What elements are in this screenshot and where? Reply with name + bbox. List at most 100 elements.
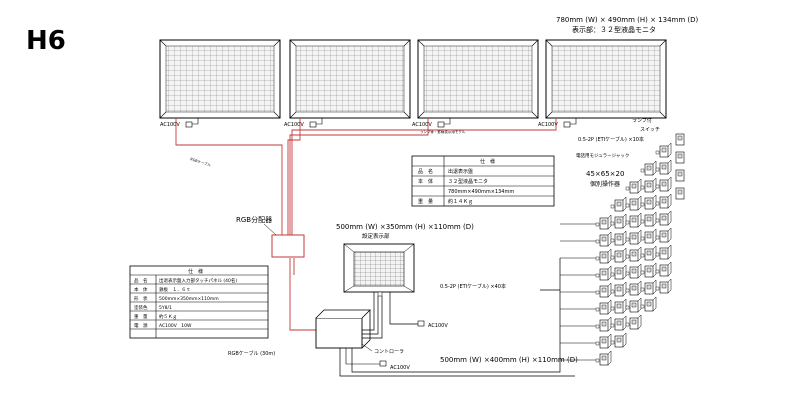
- panel-spec-key-3: 形 状: [134, 295, 148, 302]
- operator-box: [625, 212, 642, 228]
- panel-spec-key-6: 電 源: [134, 322, 148, 329]
- controller-label: コントローラ: [374, 349, 404, 355]
- operator-box: [625, 280, 642, 296]
- ac-label-2: AC100V: [284, 122, 304, 128]
- operator-box: [675, 187, 685, 200]
- operator-box: [640, 262, 657, 278]
- monitor-2: [289, 39, 411, 119]
- ac-label-1: AC100V: [160, 122, 180, 128]
- monitor-3: [417, 39, 539, 119]
- controller-ac-plug: AC100V: [345, 348, 410, 371]
- operator-box: [595, 282, 612, 298]
- monitor-3-note: ランプ等・罫線表示用モデル: [420, 129, 466, 134]
- operator-box: [640, 194, 657, 210]
- rgb-cables: [175, 118, 557, 331]
- ac-label-3: AC100V: [412, 122, 432, 128]
- rgb-splitter: RGB分配器: [236, 215, 305, 258]
- page-label: H6: [26, 26, 66, 56]
- monitor-name: 表示部：３２型液晶モニタ: [572, 25, 656, 34]
- panel-spec-key-4: 塗装色: [134, 304, 148, 311]
- lamp-label: ランプ付: [632, 117, 652, 124]
- ac-plug-3: AC100V ランプ等・罫線表示用モデル: [412, 118, 466, 134]
- rgb-cable-30m-label: RGBケーブル (30m): [228, 350, 275, 357]
- ac-plug-2: AC100V: [284, 118, 323, 128]
- display-unit: [343, 243, 415, 297]
- monitor-spec-key-2: 本 体: [418, 178, 433, 185]
- panel-spec-table: 仕 様 品 名 出退表示盤入力部タッチパネル (40名) 本 体 鉄板 １．６ｔ…: [129, 265, 269, 339]
- controller-dimensions: 500mm (W) ×400mm (H) ×110mm (D): [440, 356, 578, 364]
- box-dim-label: 45×65×20: [586, 170, 624, 178]
- operator-box: [595, 350, 612, 366]
- operator-box: [640, 279, 657, 295]
- operator-box: [625, 178, 642, 194]
- panel-spec-title: 仕 様: [188, 268, 203, 275]
- display-unit-dimensions: 500mm (W) ×350mm (H) ×110mm (D): [336, 223, 474, 231]
- cable-mid-label: 0.5-2P (ETIケーブル) ×40本: [440, 283, 506, 290]
- display-ac-label: AC100V: [428, 323, 448, 329]
- operator-box: [595, 214, 612, 230]
- operator-box: [655, 244, 672, 260]
- switch-array: [560, 133, 685, 366]
- display-unit-name: 設定表示部: [362, 232, 390, 240]
- operator-box: [655, 193, 672, 209]
- operator-box: [610, 332, 627, 348]
- panel-spec-val-5: 約５Ｋｇ: [159, 313, 177, 320]
- monitor-spec-val-3: 780mm×490mm×134mm: [448, 189, 514, 195]
- operator-box: [625, 263, 642, 279]
- operator-box: [675, 169, 685, 182]
- box-name-label: 個別操作器: [590, 180, 620, 188]
- operator-box: [610, 196, 627, 212]
- operator-box: [655, 227, 672, 243]
- panel-spec-val-6: AC100V 10W: [159, 323, 192, 329]
- operator-box: [610, 315, 627, 331]
- panel-spec-val-2: 鉄板 １．６ｔ: [159, 286, 191, 293]
- display-controller-cables: [362, 292, 418, 339]
- operator-box: [640, 211, 657, 227]
- jack-label: 電話用モジュラージャック: [576, 152, 629, 159]
- monitor-dimensions: 780mm (W) × 490mm (H) × 134mm (D): [556, 16, 699, 24]
- operator-box: [625, 246, 642, 262]
- panel-spec-key-1: 品 名: [134, 277, 148, 284]
- monitor-4: [545, 39, 667, 119]
- operator-box: [675, 151, 685, 164]
- ac-plug-4: AC100V: [538, 118, 577, 128]
- operator-box: [655, 261, 672, 277]
- operator-box: [610, 213, 627, 229]
- display-ac-plug: AC100V: [417, 320, 448, 329]
- operator-box: [595, 333, 612, 349]
- panel-spec-val-4: 5Y8/1: [159, 305, 172, 311]
- operator-box: [655, 159, 672, 175]
- monitor-spec-key-1: 品 名: [418, 168, 433, 175]
- operator-box: [610, 298, 627, 314]
- rgb-splitter-label: RGB分配器: [236, 215, 272, 224]
- panel-spec-key-5: 重 量: [134, 313, 148, 320]
- operator-box: [610, 264, 627, 280]
- operator-box: [595, 316, 612, 332]
- switch-bus: [339, 258, 575, 377]
- operator-box: [655, 210, 672, 226]
- controller-ac-label: AC100V: [390, 365, 410, 371]
- operator-box: [640, 296, 657, 312]
- operator-box: [640, 160, 657, 176]
- operator-box: [625, 297, 642, 313]
- operator-box: [595, 265, 612, 281]
- operator-box: [595, 231, 612, 247]
- operator-box: [655, 278, 672, 294]
- operator-box: [675, 133, 685, 146]
- operator-box: [595, 248, 612, 264]
- monitor-spec-val-4: 約１４Ｋｇ: [448, 198, 473, 205]
- operator-box: [655, 142, 672, 158]
- operator-box: [610, 281, 627, 297]
- monitor-1: [159, 39, 281, 119]
- monitor-spec-table: 仕 様 品 名 出退表示盤 本 体 ３２型液晶モニタ 780mm×490mm×1…: [411, 155, 555, 207]
- operator-box: [625, 195, 642, 211]
- monitor-spec-val-2: ３２型液晶モニタ: [448, 178, 488, 185]
- panel-spec-key-2: 本 体: [134, 286, 148, 293]
- monitor-spec-title: 仕 様: [480, 158, 495, 165]
- ac-label-4: AC100V: [538, 122, 558, 128]
- ac-plug-1: AC100V: [160, 118, 199, 128]
- panel-spec-val-3: 500mm×350mm×110mm: [159, 296, 219, 302]
- operator-box: [640, 177, 657, 193]
- controller-box: [315, 309, 371, 349]
